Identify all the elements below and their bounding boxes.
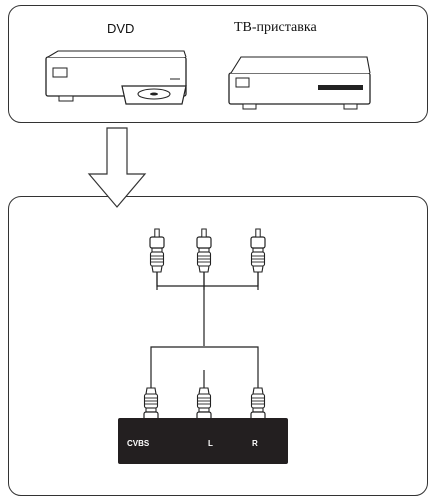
audio-left-jack-label: L	[208, 439, 213, 448]
dvd-label: DVD	[107, 21, 135, 36]
av-input-panel	[118, 418, 288, 464]
set-top-box-icon	[228, 56, 371, 110]
connection-cables	[150, 272, 259, 370]
audio-right-jack-label: R	[252, 439, 258, 448]
set-top-box-label: ТВ-приставка	[234, 20, 317, 35]
dvd-player-icon	[45, 50, 187, 105]
down-arrow-icon	[87, 127, 147, 208]
cvbs-jack-label: CVBS	[127, 439, 150, 448]
upper-rca-connectors	[149, 228, 266, 291]
